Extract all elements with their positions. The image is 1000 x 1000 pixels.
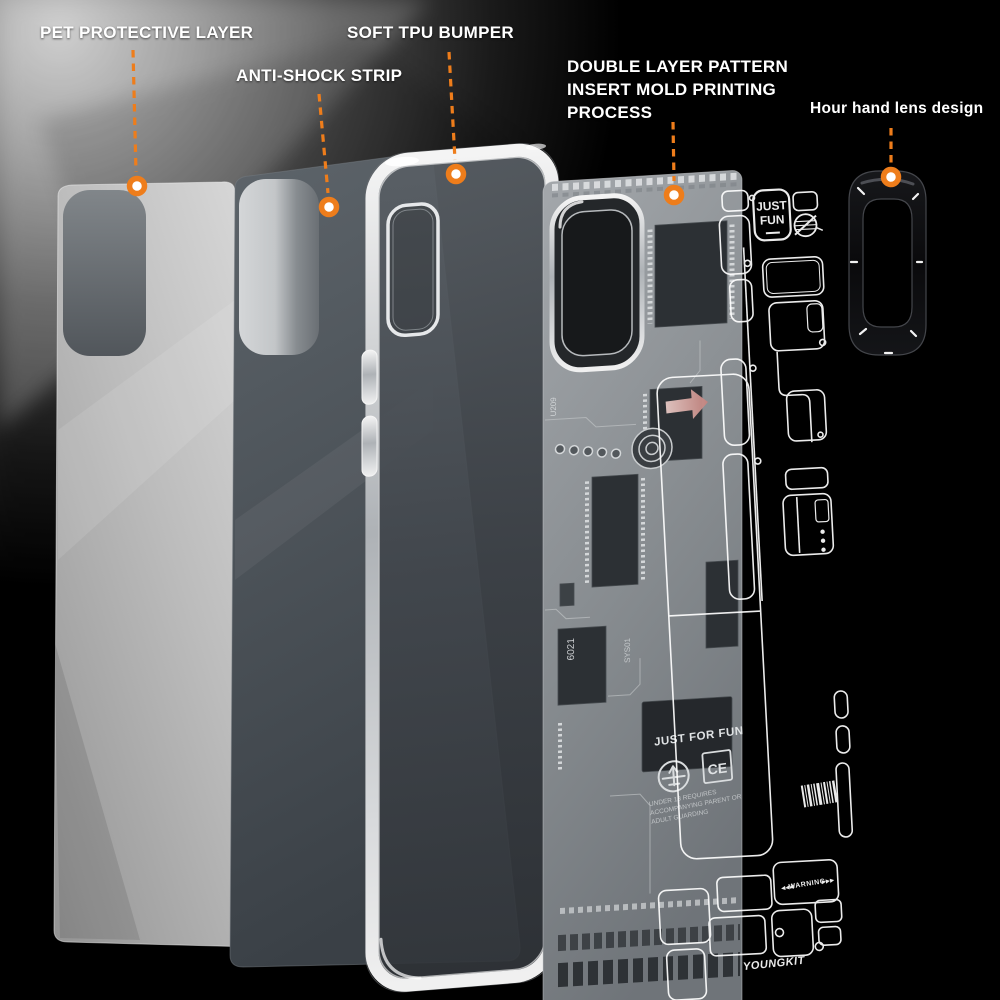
callout-label-anti-shock: ANTI-SHOCK STRIP: [236, 66, 403, 85]
circuit-traces: [545, 340, 701, 894]
callout-label-tpu: SOFT TPU BUMPER: [347, 23, 514, 42]
callout-label-pet: PET PROTECTIVE LAYER: [40, 23, 254, 42]
leader-line-anti-shock: [317, 93, 330, 194]
leader-line-tpu: [447, 51, 457, 161]
callout-label-double-layer-line1: DOUBLE LAYER PATTERN: [567, 57, 789, 76]
connector-pads: [558, 952, 740, 988]
schematic-line-art: JUST FUN: [656, 188, 854, 1000]
anti-shock-camera-cutout: [239, 179, 319, 355]
ce-mark: [701, 749, 734, 784]
barcode: [800, 780, 838, 808]
warning-arrows-right: ▶▶▶: [821, 878, 835, 886]
schematic-volume-button: [833, 690, 849, 719]
schematic-power-button: [835, 762, 854, 838]
marker-lens: [880, 166, 902, 188]
globe-icon: [793, 213, 824, 238]
just-fun-badge-line1: JUST: [756, 198, 788, 214]
tpu-bumper: [361, 143, 559, 993]
marker-anti-shock: [318, 196, 340, 218]
leader-line-double-layer: [671, 121, 676, 182]
pattern-insert: 6021 U209 SYS01 JUST FOR FUN CE UNDER 18…: [542, 170, 744, 1000]
marker-double-layer: [663, 184, 685, 206]
speaker-rings: [631, 427, 673, 470]
callout-label-lens: Hour hand lens design: [810, 100, 984, 117]
tpu-glint: [385, 156, 419, 167]
just-fun-badge-line2: FUN: [760, 212, 785, 227]
schematic-dots: [820, 529, 826, 552]
schematic-volume-button: [835, 725, 851, 754]
callout-label-double-layer: DOUBLE LAYER PATTERN INSERT MOLD PRINTIN…: [567, 55, 788, 124]
lens-hour-hand-ticks: [849, 186, 924, 355]
pet-camera-cutout: [63, 190, 146, 356]
leader-line-pet: [131, 49, 138, 173]
marker-pet: [126, 175, 148, 197]
silkscreen-label: U209: [549, 397, 558, 417]
circuit-chips: [557, 220, 739, 773]
pink-arrow-icon: [665, 389, 708, 420]
callout-label-double-layer-line2: INSERT MOLD PRINTING: [567, 80, 777, 99]
warning-arrows-left: ◀◀◀: [781, 884, 795, 892]
tpu-glint: [526, 143, 546, 150]
tpu-side-button: [361, 415, 378, 477]
just-fun-badge: [752, 188, 792, 242]
callout-markers: [126, 163, 902, 218]
marker-tpu: [445, 163, 467, 185]
silkscreen-label: 6021: [566, 637, 577, 660]
callout-label-double-layer-line3: PROCESS: [567, 103, 653, 122]
ce-mark-text: CE: [707, 759, 728, 777]
warning-box: [772, 859, 840, 906]
circuit-vias: [554, 443, 622, 459]
airplane-icon: [657, 760, 690, 793]
silkscreen-label: SYS01: [623, 637, 632, 663]
schematic-screen-outline: [656, 373, 774, 860]
lens-piece: [848, 170, 927, 356]
leader-lines: [131, 49, 893, 194]
tpu-camera-outline: [386, 202, 440, 338]
tpu-side-button: [361, 349, 378, 405]
